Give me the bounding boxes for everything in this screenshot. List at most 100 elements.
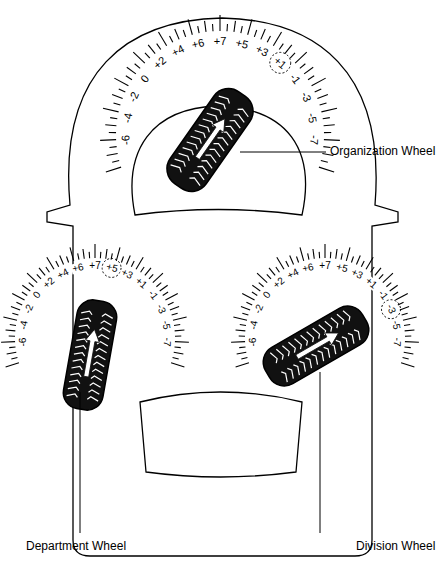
tread (215, 99, 227, 109)
tick-mark (60, 255, 64, 264)
tick-mark (234, 21, 236, 32)
scale-number: -4 (121, 111, 134, 125)
tick-mark (239, 346, 245, 348)
scale-number: -6 (18, 336, 29, 347)
tick-mark (56, 261, 59, 267)
tick-mark (165, 293, 177, 300)
tread (102, 314, 113, 319)
tick-mark (133, 52, 145, 63)
tread (81, 310, 92, 315)
direction-arrow (293, 327, 342, 363)
wheel-label: Department Wheel (26, 540, 126, 552)
setting-circles (102, 52, 400, 318)
tread (324, 346, 333, 358)
tick-mark (9, 336, 15, 337)
scale-number: -2 (22, 302, 36, 316)
tick-mark (390, 285, 398, 291)
tick-mark (321, 160, 328, 162)
tick-mark (119, 89, 126, 92)
tick-mark (7, 352, 17, 354)
tread (96, 348, 107, 353)
scale-number: -6 (248, 336, 259, 347)
tire (61, 297, 119, 412)
tread (337, 313, 346, 325)
tread (331, 316, 340, 328)
tick-mark (395, 293, 407, 300)
tick-mark (286, 261, 289, 267)
tick-mark (261, 29, 265, 39)
scale-number: -6 (120, 134, 132, 146)
tick-mark (106, 249, 107, 259)
tread (211, 105, 223, 115)
tick-mark (404, 352, 414, 354)
scale-number: +7 (318, 261, 331, 271)
tick-mark (135, 64, 141, 69)
tick-mark (240, 324, 246, 326)
tick-mark (231, 341, 245, 343)
tick-mark (145, 268, 151, 276)
tick-mark (379, 274, 383, 279)
tick-mark (16, 302, 22, 305)
tread (187, 140, 199, 150)
tick-mark (153, 273, 163, 283)
tick-mark (171, 363, 184, 367)
tick-mark (295, 52, 307, 63)
tire (160, 82, 260, 199)
tick-mark (393, 292, 398, 295)
tread (318, 349, 327, 361)
tick-mark (121, 257, 123, 263)
tick-mark (267, 274, 271, 279)
tick-mark (405, 336, 411, 337)
tick-mark (112, 95, 122, 99)
tread (342, 335, 351, 347)
tick-mark (175, 29, 179, 39)
tread (95, 355, 106, 360)
tick-mark (1, 341, 15, 343)
tread (207, 111, 219, 121)
setting-circle (381, 300, 400, 319)
scale-number: +1 (133, 275, 150, 291)
tick-mark (110, 118, 117, 119)
tread (343, 309, 352, 321)
tire-body (61, 297, 119, 412)
tread (68, 386, 79, 391)
tread (281, 370, 290, 382)
tick-mark (11, 306, 20, 309)
tick-mark (175, 341, 189, 343)
tread (336, 339, 345, 351)
tick-mark (296, 257, 298, 263)
tick-mark (160, 285, 168, 291)
tick-mark (205, 21, 207, 32)
tick-mark (308, 253, 309, 259)
tick-mark (308, 76, 314, 80)
tread (306, 356, 315, 368)
tick-mark (100, 139, 116, 141)
tick-mark (403, 317, 417, 320)
scale-number: +2 (40, 275, 57, 291)
scale-number: +6 (190, 36, 207, 50)
tick-mark (383, 273, 393, 283)
tread (99, 327, 110, 332)
tread (67, 393, 78, 398)
tick-mark (9, 346, 15, 348)
scale-number: 0 (261, 289, 274, 301)
tick-mark (371, 267, 375, 272)
tick-mark (320, 103, 327, 105)
tread (101, 320, 112, 325)
tread (276, 348, 285, 360)
tread (270, 351, 279, 363)
tick-mark (12, 293, 24, 300)
scale-number: -7 (162, 336, 173, 347)
scale-number: +2 (151, 54, 169, 72)
scale-number: -1 (287, 71, 303, 87)
tick-mark (46, 267, 50, 272)
tick-mark (402, 313, 408, 315)
scale-number: +5 (233, 36, 250, 50)
tick-mark (366, 257, 373, 269)
tick-mark (172, 313, 178, 315)
scale-number: +7 (88, 261, 101, 271)
tick-mark (241, 358, 247, 360)
leader-line (240, 152, 326, 153)
tick-mark (141, 267, 145, 272)
tick-mark (239, 336, 245, 337)
